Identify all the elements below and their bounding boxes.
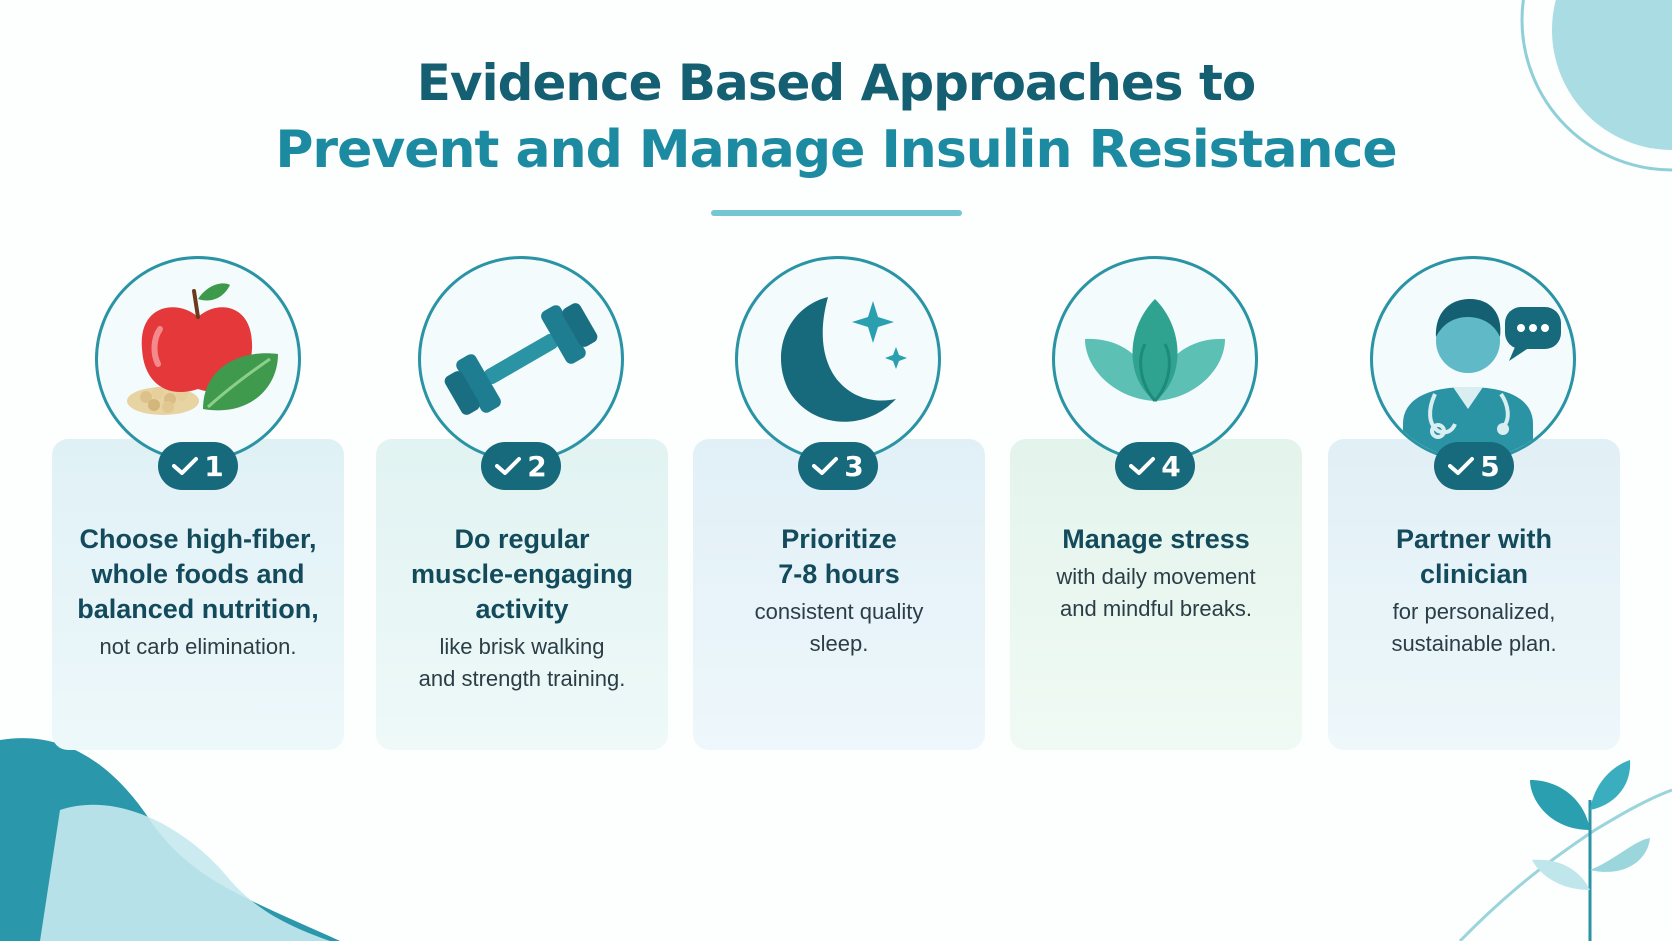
step-icon-circle-3 (735, 256, 941, 462)
step-number: 2 (527, 449, 547, 483)
check-icon (495, 457, 522, 475)
step-description: with daily movement and mindful breaks. (1056, 564, 1256, 621)
step-number: 3 (844, 449, 864, 483)
step-icon-circle-4 (1052, 256, 1258, 462)
step-icon-circle-1 (95, 256, 301, 462)
step-text-2: Do regular muscle-engaging activity like… (376, 522, 668, 695)
step-number-badge-1: 1 (158, 442, 238, 490)
check-icon (1448, 457, 1475, 475)
step-card-5 (1328, 439, 1620, 750)
step-heading: Prioritize 7-8 hours (778, 524, 900, 589)
step-description: for personalized, sustainable plan. (1391, 599, 1557, 656)
step-number: 1 (204, 449, 224, 483)
step-card-3 (693, 439, 985, 750)
clinician-chat-icon (1403, 299, 1561, 459)
moon-stars-icon (781, 297, 907, 422)
check-icon (812, 457, 839, 475)
step-icon-circle-2 (418, 256, 624, 462)
step-card-2 (376, 439, 668, 750)
check-icon (1129, 457, 1156, 475)
step-card-4 (1010, 439, 1302, 750)
step-number-badge-5: 5 (1434, 442, 1514, 490)
step-text-4: Manage stress with daily movement and mi… (1010, 522, 1302, 625)
step-description: like brisk walking and strength training… (418, 634, 626, 691)
step-card-1 (52, 439, 344, 750)
bottom-left-wave-decoration (0, 738, 340, 941)
step-description: consistent quality sleep. (754, 599, 924, 656)
lotus-leaves-icon (1085, 299, 1225, 402)
step-heading: Partner with clinician (1395, 524, 1553, 589)
step-text-5: Partner with clinician for personalized,… (1328, 522, 1620, 660)
title-line-2: Prevent and Manage Insulin Resistance (275, 120, 1397, 180)
apple-greens-icon (127, 283, 278, 415)
step-heading: Do regular muscle-engaging activity (410, 524, 634, 624)
leaf-sprig-decoration (1458, 760, 1672, 941)
step-number: 5 (1480, 449, 1500, 483)
step-heading: Manage stress (1062, 524, 1250, 554)
step-text-1: Choose high-fiber, whole foods and balan… (52, 522, 344, 663)
step-number-badge-4: 4 (1115, 442, 1195, 490)
check-icon (172, 457, 199, 475)
dumbbell-icon (444, 303, 598, 415)
title-line-1: Evidence Based Approaches to (416, 54, 1256, 112)
step-icon-circle-5 (1370, 256, 1576, 462)
step-text-3: Prioritize 7-8 hours consistent quality … (693, 522, 985, 660)
step-heading: Choose high-fiber, whole foods and balan… (77, 524, 319, 624)
title-underline (711, 210, 962, 216)
step-number-badge-3: 3 (798, 442, 878, 490)
step-description: not carb elimination. (99, 634, 297, 659)
step-number: 4 (1161, 449, 1181, 483)
step-number-badge-2: 2 (481, 442, 561, 490)
page-title: Evidence Based Approaches to Prevent and… (0, 50, 1672, 184)
